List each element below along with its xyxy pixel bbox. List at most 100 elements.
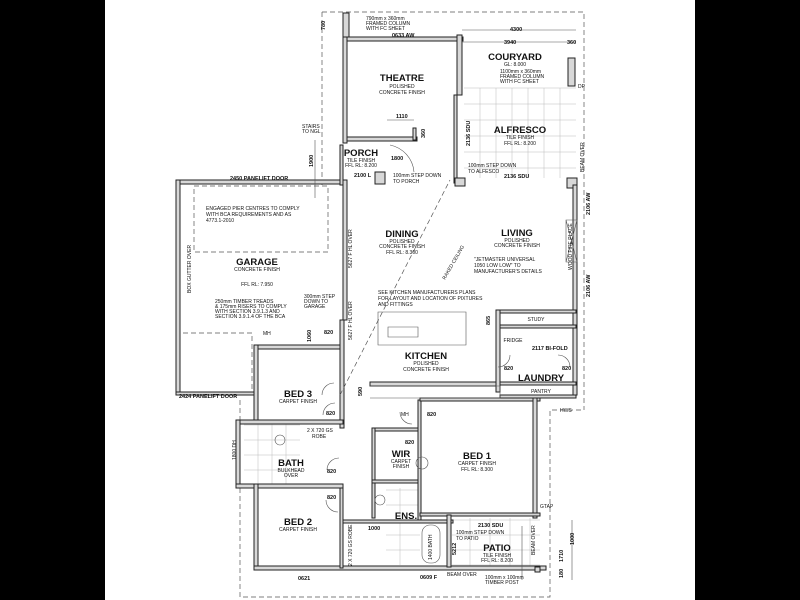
svg-text:ROBE: ROBE	[312, 434, 327, 440]
svg-text:2 X 720 GS ROBE: 2 X 720 GS ROBE	[348, 524, 354, 566]
room-patio: PATIO TILE FINISH FFL RL: 8.200	[481, 543, 513, 564]
room-ens: ENS.	[395, 511, 417, 522]
svg-text:2136 SDU: 2136 SDU	[466, 121, 472, 146]
svg-text:FINISH: FINISH	[393, 464, 410, 470]
svg-text:2450 PANELIFT DOOR: 2450 PANELIFT DOOR	[230, 176, 288, 182]
svg-text:820: 820	[562, 366, 571, 372]
svg-text:BOX GUTTER OVER: BOX GUTTER OVER	[187, 245, 193, 293]
svg-text:MH: MH	[401, 412, 409, 418]
toilet-ens	[374, 494, 386, 506]
room-bath: BATH BULKHEAD OVER	[278, 458, 305, 479]
svg-text:1710: 1710	[559, 550, 565, 562]
svg-text:WITH FC SHEET: WITH FC SHEET	[500, 79, 539, 85]
room-pantry: PANTRY	[531, 389, 551, 395]
svg-text:AND FITTINGS: AND FITTINGS	[378, 302, 413, 308]
room-kitchen: KITCHEN POLISHED CONCRETE FINISH	[403, 351, 449, 373]
svg-text:820: 820	[405, 440, 414, 446]
svg-text:820: 820	[326, 411, 335, 417]
site-boundary	[239, 11, 585, 598]
svg-text:FRAMED COLUMN: FRAMED COLUMN	[366, 21, 411, 27]
svg-text:FFL RL: 8.200: FFL RL: 8.200	[481, 558, 513, 564]
svg-text:SEE KITCHEN MANUFACTURERS PLAN: SEE KITCHEN MANUFACTURERS PLANS	[378, 290, 476, 296]
dimensions: 4300 3940 360 780 1110 360 1900 1800 210…	[298, 21, 592, 582]
svg-text:FFL RL: 8.200: FFL RL: 8.200	[504, 141, 536, 147]
svg-text:100mm STEP DOWN: 100mm STEP DOWN	[456, 530, 505, 536]
svg-text:360: 360	[567, 40, 576, 46]
svg-text:1100mm x 360mm: 1100mm x 360mm	[500, 69, 541, 75]
svg-text:COURYARD: COURYARD	[488, 52, 542, 63]
svg-text:1900: 1900	[309, 155, 315, 167]
svg-text:MANUFACTURER'S DETAILS: MANUFACTURER'S DETAILS	[474, 269, 542, 275]
svg-text:POLISHED: POLISHED	[389, 239, 415, 245]
room-wir: WIR CARPET FINISH	[391, 449, 411, 470]
svg-text:2424 PANELIFT DOOR: 2424 PANELIFT DOOR	[179, 394, 237, 400]
svg-text:TILE FINISH: TILE FINISH	[506, 135, 535, 141]
room-laundry: LAUNDRY	[518, 373, 565, 384]
svg-text:250mm TIMBER TREADS: 250mm TIMBER TREADS	[215, 299, 274, 305]
svg-text:1800: 1800	[391, 156, 403, 162]
svg-text:ALFRESCO: ALFRESCO	[494, 125, 546, 136]
svg-text:TO NGL: TO NGL	[302, 129, 321, 135]
svg-text:100mm STEP DOWN: 100mm STEP DOWN	[468, 163, 517, 169]
svg-text:1000: 1000	[368, 526, 380, 532]
svg-text:GARAGE: GARAGE	[304, 304, 326, 310]
svg-text:GL: 8.000: GL: 8.000	[504, 62, 526, 68]
svg-text:300mm STEP: 300mm STEP	[304, 294, 336, 300]
svg-text:5627 F HL OVER: 5627 F HL OVER	[348, 301, 354, 340]
svg-text:360: 360	[421, 129, 427, 138]
svg-text:BED 3: BED 3	[284, 389, 312, 400]
svg-text:WIR: WIR	[392, 449, 411, 460]
svg-text:FFL RL: 8.300: FFL RL: 8.300	[386, 250, 418, 256]
svg-text:780: 780	[321, 21, 327, 30]
svg-text:820: 820	[504, 366, 513, 372]
svg-text:TIMBER POST: TIMBER POST	[485, 580, 519, 586]
svg-text:5212: 5212	[452, 543, 458, 555]
svg-text:3940: 3940	[504, 40, 516, 46]
svg-text:BEAM OVER: BEAM OVER	[531, 525, 537, 555]
svg-text:CONCRETE FINISH: CONCRETE FINISH	[379, 244, 425, 250]
svg-text:PATIO: PATIO	[483, 543, 511, 554]
svg-text:BED 1: BED 1	[463, 451, 492, 462]
svg-text:POLISHED: POLISHED	[413, 361, 439, 367]
fireplace	[565, 219, 578, 263]
svg-text:0621: 0621	[298, 576, 310, 582]
svg-text:2100 L: 2100 L	[354, 173, 372, 179]
room-study: STUDY	[528, 317, 546, 323]
svg-text:2136 SDU: 2136 SDU	[504, 174, 529, 180]
svg-text:1060: 1060	[307, 330, 313, 342]
svg-text:1050 LOW LOW" TO: 1050 LOW LOW" TO	[474, 263, 521, 269]
svg-text:ENGAGED PIER CENTRES TO COMPLY: ENGAGED PIER CENTRES TO COMPLY	[206, 206, 300, 212]
svg-text:FFL RL: 7.950: FFL RL: 7.950	[241, 282, 273, 288]
svg-text:& 175mm RISERS TO COMPLY: & 175mm RISERS TO COMPLY	[215, 304, 287, 310]
svg-text:TILE FINISH: TILE FINISH	[483, 553, 512, 559]
svg-text:2130 SDU: 2130 SDU	[478, 523, 503, 529]
svg-text:0609 F: 0609 F	[420, 575, 438, 581]
room-dining: DINING POLISHED CONCRETE FINISH FFL RL: …	[379, 229, 425, 256]
room-bed3: BED 3 CARPET FINISH	[279, 389, 317, 405]
svg-text:BEAM OVER: BEAM OVER	[447, 572, 477, 578]
room-alfresco: ALFRESCO TILE FINISH FFL RL: 8.200	[494, 125, 546, 147]
door-swings	[321, 144, 571, 513]
room-garage: GARAGE CONCRETE FINISH FFL RL: 7.950	[234, 257, 280, 288]
alfresco-tiles	[464, 87, 576, 178]
svg-text:GTAP: GTAP	[540, 504, 554, 510]
svg-text:1400 BATH: 1400 BATH	[428, 534, 434, 560]
svg-text:0633 AW: 0633 AW	[392, 33, 415, 39]
svg-text:FOR LAYOUT AND LOCATION OF PIX: FOR LAYOUT AND LOCATION OF PIXTURES	[378, 296, 483, 302]
svg-text:CONCRETE FINISH: CONCRETE FINISH	[494, 243, 540, 249]
svg-text:CARPET FINISH: CARPET FINISH	[458, 461, 496, 467]
raked-ceiling-line	[339, 179, 451, 396]
svg-text:180: 180	[559, 569, 565, 578]
svg-text:820: 820	[327, 495, 336, 501]
svg-text:590: 590	[358, 387, 364, 396]
room-bed1: BED 1 CARPET FINISH FFL RL: 8.300	[458, 451, 496, 473]
bathtub	[421, 524, 441, 564]
annotations: 790mm x 360mm FRAMED COLUMN WITH FC SHEE…	[179, 16, 586, 586]
svg-text:820: 820	[427, 412, 436, 418]
svg-text:1110: 1110	[396, 114, 408, 120]
svg-text:WITH FC SHEET: WITH FC SHEET	[366, 26, 405, 32]
kitchen-island	[377, 311, 467, 346]
svg-text:1800 DH: 1800 DH	[232, 440, 238, 460]
svg-text:2106 AW: 2106 AW	[586, 192, 592, 215]
svg-text:POLISHED: POLISHED	[504, 238, 530, 244]
